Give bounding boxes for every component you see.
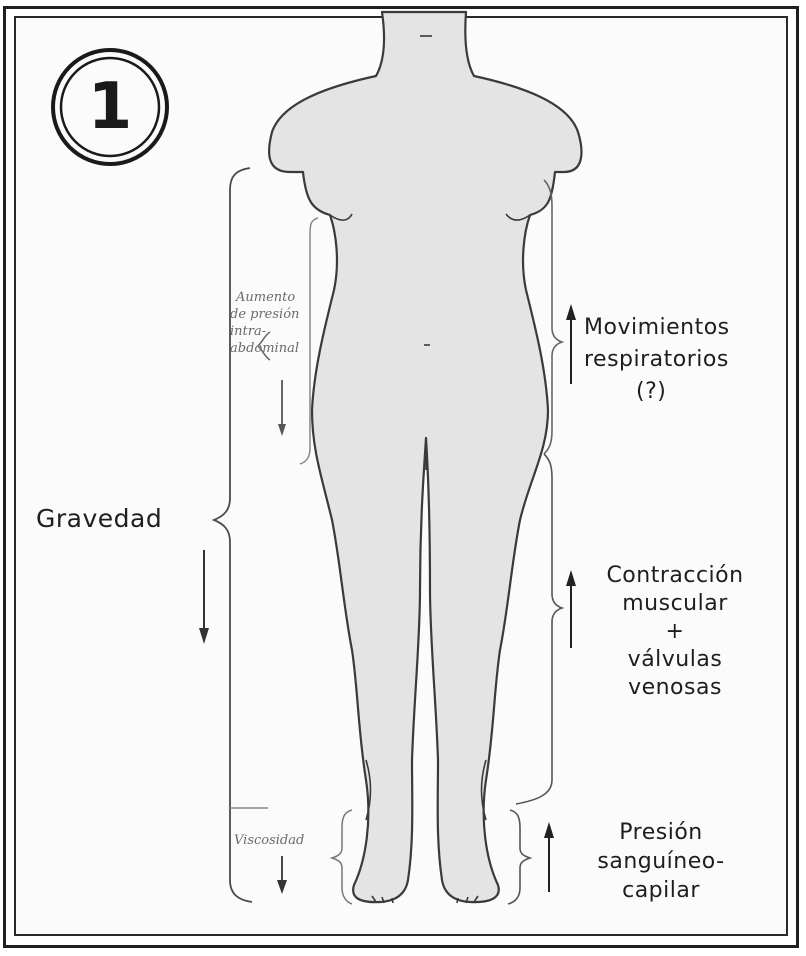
contraccion-line-3: + (584, 618, 766, 646)
presion-arrow (544, 822, 554, 892)
presion-label: Presión sanguíneo- capilar (586, 818, 736, 905)
movimientos-line-1: Movimientos (584, 312, 730, 344)
presion-line-3: capilar (586, 876, 736, 905)
contraccion-line-4: válvulas (584, 646, 766, 674)
movimientos-arrow (566, 304, 576, 384)
contraccion-label: Contracción muscular + válvulas venosas (584, 562, 766, 702)
presion-line-1: Presión (586, 818, 736, 847)
movimientos-label: Movimientos respiratorios (?) (584, 312, 730, 408)
aumento-arrow (278, 380, 286, 436)
viscosidad-brace (332, 810, 352, 904)
contraccion-line-2: muscular (584, 590, 766, 618)
movimientos-line-2: respiratorios (584, 344, 730, 376)
contraccion-arrow (566, 570, 576, 648)
presion-line-2: sanguíneo- (586, 847, 736, 876)
presion-brace (508, 810, 530, 904)
aumento-line-4: abdominal (230, 340, 299, 357)
aumento-line-3: intra- (230, 323, 299, 340)
gravedad-label: Gravedad (36, 504, 162, 533)
aumento-line-2: de presión (230, 306, 299, 323)
viscosidad-label: Viscosidad (234, 832, 304, 849)
gravedad-arrow (199, 550, 209, 644)
movimientos-line-3: (?) (584, 376, 730, 408)
gravedad-brace (214, 168, 252, 902)
aumento-label: Aumento de presión intra- abdominal (230, 289, 299, 357)
aumento-line-1: Aumento (230, 289, 299, 306)
contraccion-line-5: venosas (584, 674, 766, 702)
figure-number: 1 (52, 49, 168, 165)
contraccion-line-1: Contracción (584, 562, 766, 590)
viscosidad-arrow (277, 856, 287, 894)
